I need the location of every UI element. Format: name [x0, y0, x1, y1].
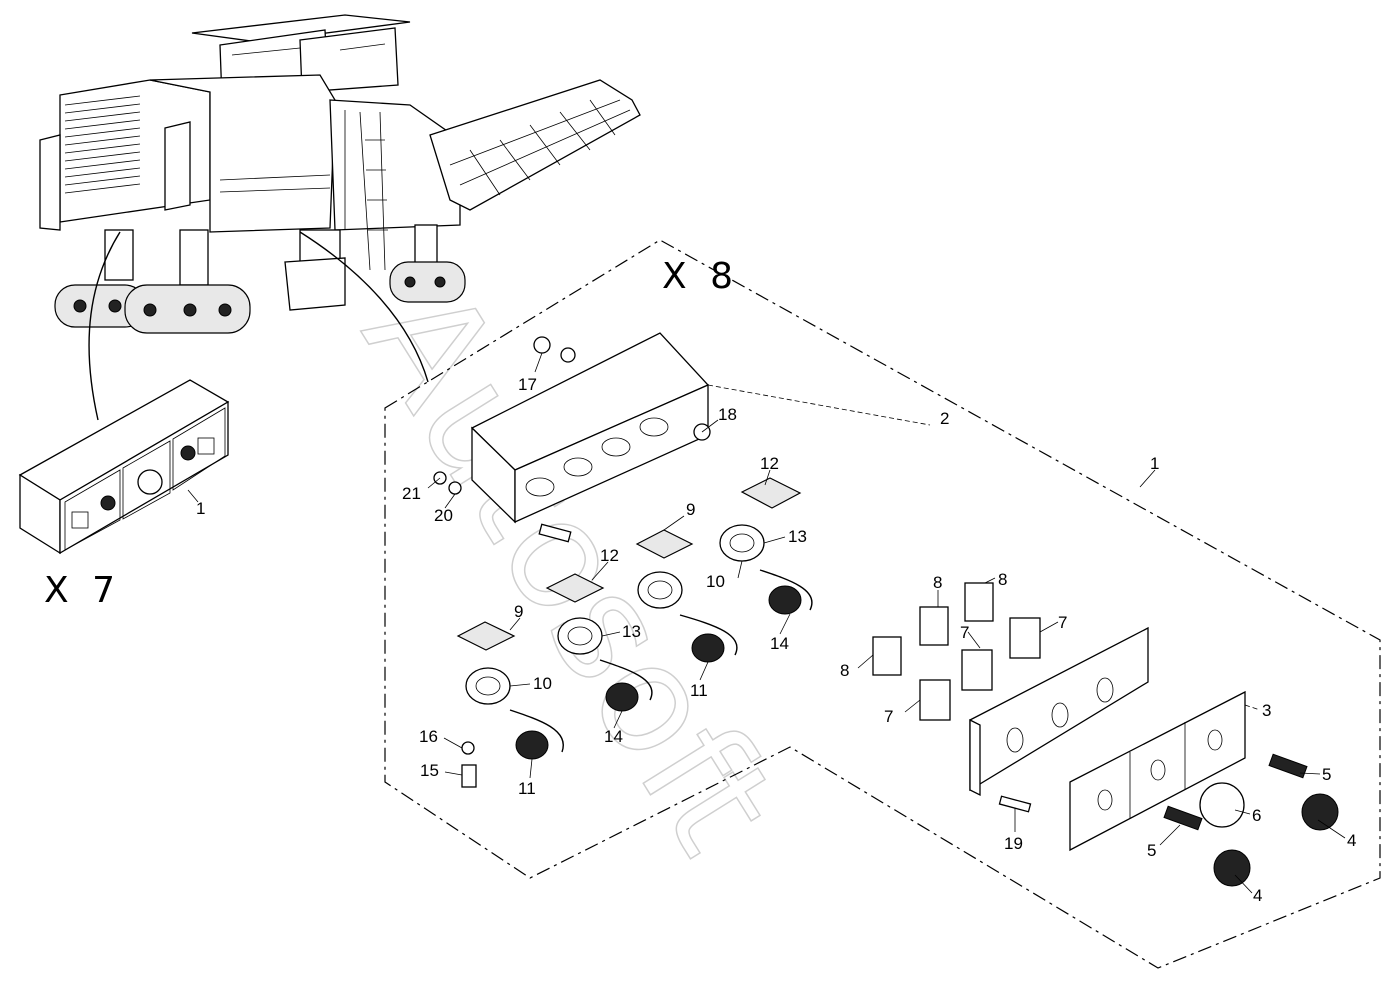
callout-9: 9 — [514, 602, 523, 621]
callout-8: 8 — [933, 573, 942, 592]
callout-9: 9 — [686, 500, 695, 519]
callout-10: 10 — [706, 572, 725, 591]
callout-7: 7 — [1058, 613, 1067, 632]
view-label-x8: X 8 — [662, 256, 739, 297]
x7-control-panel — [18, 379, 230, 555]
callout-12: 12 — [600, 546, 619, 565]
x8-assembly-boundary — [384, 239, 1381, 969]
callout-16: 16 — [419, 727, 438, 746]
x8-front-plate — [969, 626, 1149, 797]
callout-7: 7 — [884, 707, 893, 726]
callout-11: 11 — [690, 681, 708, 700]
callout-5: 5 — [1322, 765, 1331, 784]
callout-21: 21 — [402, 484, 421, 503]
x8-connector-parts — [433, 336, 1339, 887]
x8-housing-box — [470, 332, 710, 524]
callout-1: 1 — [1150, 454, 1159, 473]
callout-18: 18 — [718, 405, 737, 424]
x8-label-plate — [1069, 690, 1246, 852]
callout-8: 8 — [840, 661, 849, 680]
callout-19: 19 — [1004, 834, 1023, 853]
view-label-x7: X 7 — [44, 570, 121, 611]
callout-8: 8 — [998, 570, 1007, 589]
callout-12: 12 — [760, 454, 779, 473]
callout-20: 20 — [434, 506, 453, 525]
callout-10: 10 — [533, 674, 552, 693]
callout-13: 13 — [788, 527, 807, 546]
callout-5: 5 — [1147, 841, 1156, 860]
callout-4: 4 — [1347, 831, 1356, 850]
machine-illustration — [39, 14, 641, 421]
callout-14: 14 — [604, 727, 623, 746]
callout-11: 11 — [518, 779, 536, 798]
callout-13: 13 — [622, 622, 641, 641]
callout-15: 15 — [420, 761, 439, 780]
leader-lines — [427, 352, 1346, 894]
callout-2: 2 — [940, 409, 949, 428]
callout-3: 3 — [1262, 701, 1271, 720]
callout-14: 14 — [770, 634, 789, 653]
callout-17: 17 — [518, 375, 537, 394]
callout-7: 7 — [960, 623, 969, 642]
callout-1-x7: 1 — [196, 499, 205, 518]
callout-6: 6 — [1252, 806, 1261, 825]
callout-4: 4 — [1253, 886, 1262, 905]
